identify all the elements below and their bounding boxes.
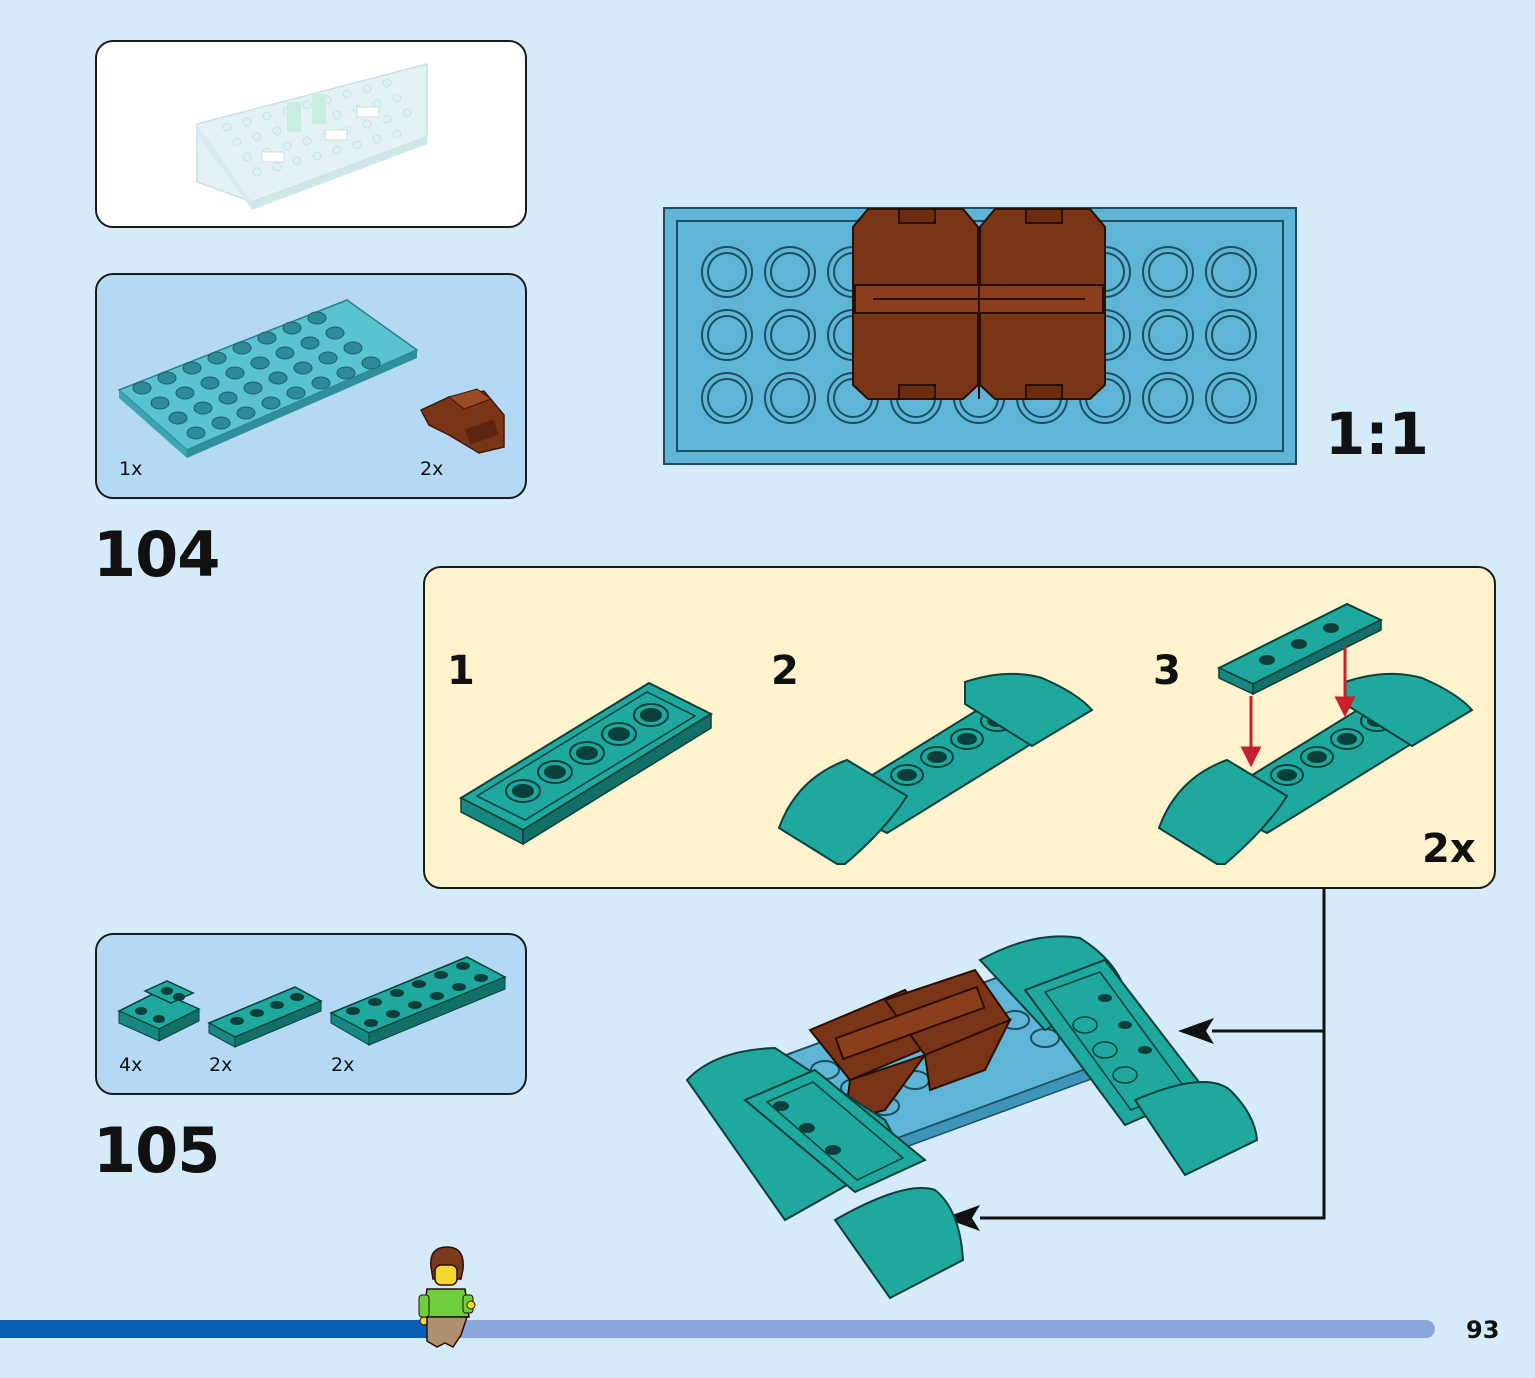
- part-qty: 2x: [420, 458, 444, 480]
- step-number: 104: [93, 518, 220, 591]
- sub-step-number: 3: [1153, 648, 1181, 694]
- parts-list-105: 4x 2x 2x: [95, 933, 527, 1095]
- sub-step-2-image: [777, 672, 1094, 865]
- scale-callout-image: [663, 207, 1297, 465]
- sub-step-number: 2: [771, 648, 799, 694]
- teal-plate-2x6-icon: [329, 956, 507, 1046]
- progress-bar: [0, 1320, 1435, 1338]
- minifigure-progress-marker-icon: [418, 1246, 476, 1348]
- part-qty: 1x: [119, 458, 143, 480]
- sub-assembly-multiplier: 2x: [1422, 826, 1476, 872]
- progress-fill: [0, 1320, 445, 1338]
- teal-inverted-slope-icon: [117, 980, 201, 1042]
- step-number: 105: [93, 1114, 220, 1187]
- sub-step-3-image: [1157, 602, 1474, 865]
- sub-assembly-box: 1 2 3: [423, 566, 1496, 889]
- sub-step-number: 1: [447, 648, 475, 694]
- model-preview-image: [196, 63, 428, 210]
- part-qty: 4x: [119, 1054, 143, 1076]
- brown-hinge-plate-icon: [419, 388, 505, 454]
- main-assembly-image: [685, 935, 1259, 1300]
- scale-label: 1:1: [1325, 400, 1429, 468]
- page-number: 93: [1466, 1316, 1500, 1344]
- teal-plate-4x8-icon: [117, 299, 419, 458]
- sub-step-1-image: [458, 681, 714, 846]
- teal-plate-1x4-icon: [207, 986, 323, 1048]
- part-qty: 2x: [209, 1054, 233, 1076]
- model-preview-box: [95, 40, 527, 228]
- part-qty: 2x: [331, 1054, 355, 1076]
- parts-list-104: 1x 2x: [95, 273, 527, 499]
